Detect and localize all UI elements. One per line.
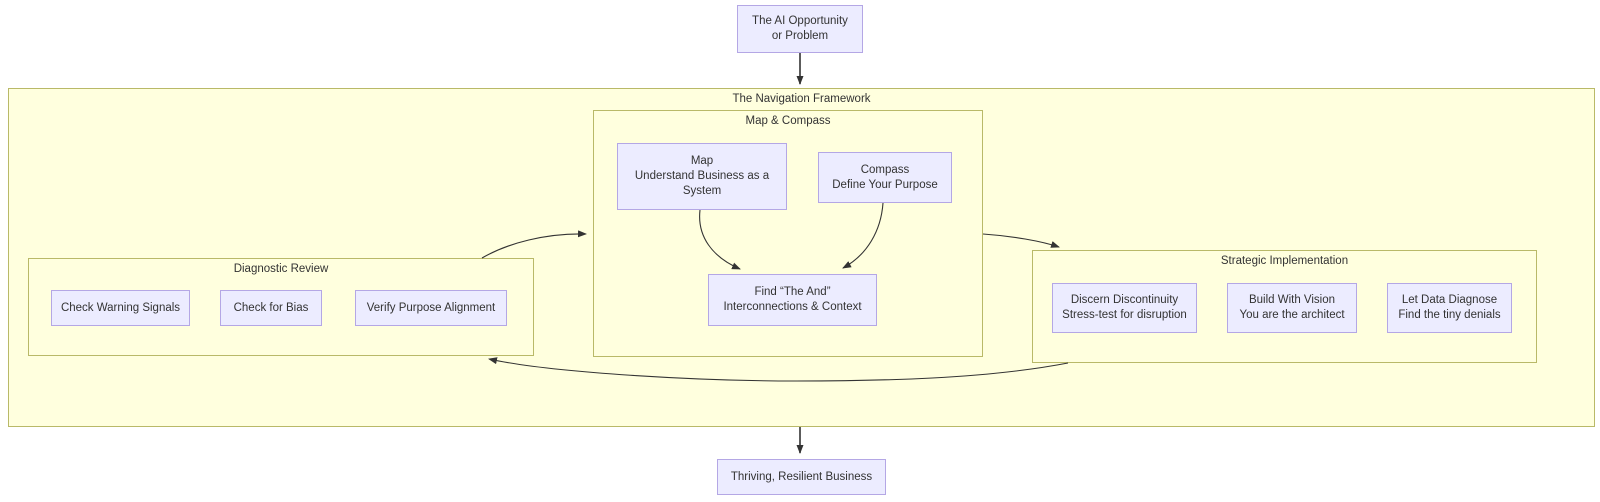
node-discern-discontinuity-line1: Discern Discontinuity <box>1070 294 1179 306</box>
node-discern-discontinuity-line2: Stress-test for disruption <box>1062 309 1187 321</box>
node-find-the-and-line1: Find “The And” <box>754 286 831 298</box>
node-ai-opportunity-line1: The AI Opportunity <box>752 15 848 27</box>
node-check-warning-signals: Check Warning Signals <box>51 290 190 326</box>
cluster-map-compass-title: Map & Compass <box>745 115 831 127</box>
node-build-with-vision-line2: You are the architect <box>1239 309 1345 321</box>
node-verify-purpose-alignment-label: Verify Purpose Alignment <box>366 301 496 314</box>
cluster-navigation-framework-title: The Navigation Framework <box>732 93 871 105</box>
node-compass: Compass Define Your Purpose <box>818 152 952 203</box>
node-thriving-resilient-business: Thriving, Resilient Business <box>717 459 886 495</box>
node-map-line1: Map <box>690 155 714 167</box>
node-build-with-vision: Build With Vision You are the architect <box>1227 283 1357 333</box>
node-compass-line2: Define Your Purpose <box>832 178 938 191</box>
node-build-with-vision-line1: Build With Vision <box>1248 294 1336 306</box>
node-check-for-bias-label: Check for Bias <box>233 301 309 314</box>
cluster-diagnostic-review-title: Diagnostic Review <box>233 263 329 275</box>
node-check-warning-signals-label: Check Warning Signals <box>60 301 181 314</box>
node-find-the-and-line2: Interconnections & Context <box>723 301 862 313</box>
node-thriving-resilient-business-label: Thriving, Resilient Business <box>730 470 873 483</box>
node-let-data-diagnose-line2: Find the tiny denials <box>1398 309 1501 321</box>
node-map: Map Understand Business as a System <box>617 143 787 210</box>
node-ai-opportunity: The AI Opportunity or Problem <box>737 5 863 53</box>
node-verify-purpose-alignment: Verify Purpose Alignment <box>355 290 507 326</box>
node-let-data-diagnose: Let Data Diagnose Find the tiny denials <box>1387 283 1512 333</box>
node-check-for-bias: Check for Bias <box>220 290 322 326</box>
cluster-strategic-implementation-title: Strategic Implementation <box>1220 255 1349 267</box>
node-compass-line1: Compass <box>860 163 910 176</box>
node-let-data-diagnose-line1: Let Data Diagnose <box>1401 294 1498 306</box>
node-ai-opportunity-line2: or Problem <box>771 30 829 42</box>
node-discern-discontinuity: Discern Discontinuity Stress-test for di… <box>1052 283 1197 333</box>
node-map-line2: Understand Business as a <box>634 170 770 182</box>
node-find-the-and: Find “The And” Interconnections & Contex… <box>708 274 877 326</box>
node-map-line3: System <box>682 185 722 197</box>
